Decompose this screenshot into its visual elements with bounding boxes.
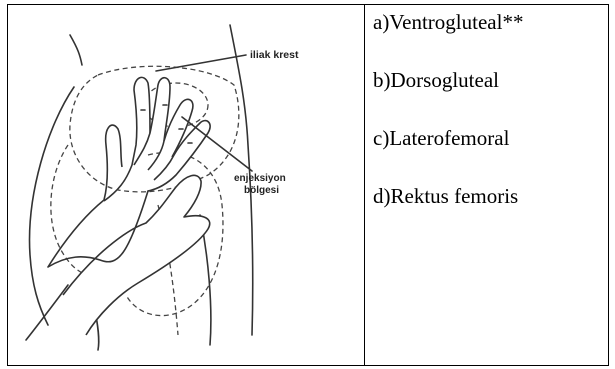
ventrogluteal-injection-illustration: iliak krest enjeksiyon bölgesi [8,5,362,365]
answer-options: a)Ventrogluteal** b)Dorsogluteal c)Later… [373,10,608,208]
option-b: b)Dorsogluteal [373,68,608,92]
iliac-crest-leader [156,55,246,71]
supporting-hand [63,175,210,335]
injection-site-label-1: enjeksiyon [234,173,286,184]
iliac-crest-label: iliak krest [250,49,299,61]
option-c: c)Laterofemoral [373,126,608,150]
waist-outline-left [70,35,82,65]
illustration-cell: iliak krest enjeksiyon bölgesi [8,5,365,366]
option-a: a)Ventrogluteal** [373,10,608,34]
question-row: iliak krest enjeksiyon bölgesi a)Ventrog… [8,5,609,366]
wrist-line [26,285,68,340]
option-d: d)Rektus femoris [373,184,608,208]
injection-site-label-2: bölgesi [244,185,279,196]
options-cell: a)Ventrogluteal** b)Dorsogluteal c)Later… [365,5,609,366]
question-table: iliak krest enjeksiyon bölgesi a)Ventrog… [7,4,609,366]
